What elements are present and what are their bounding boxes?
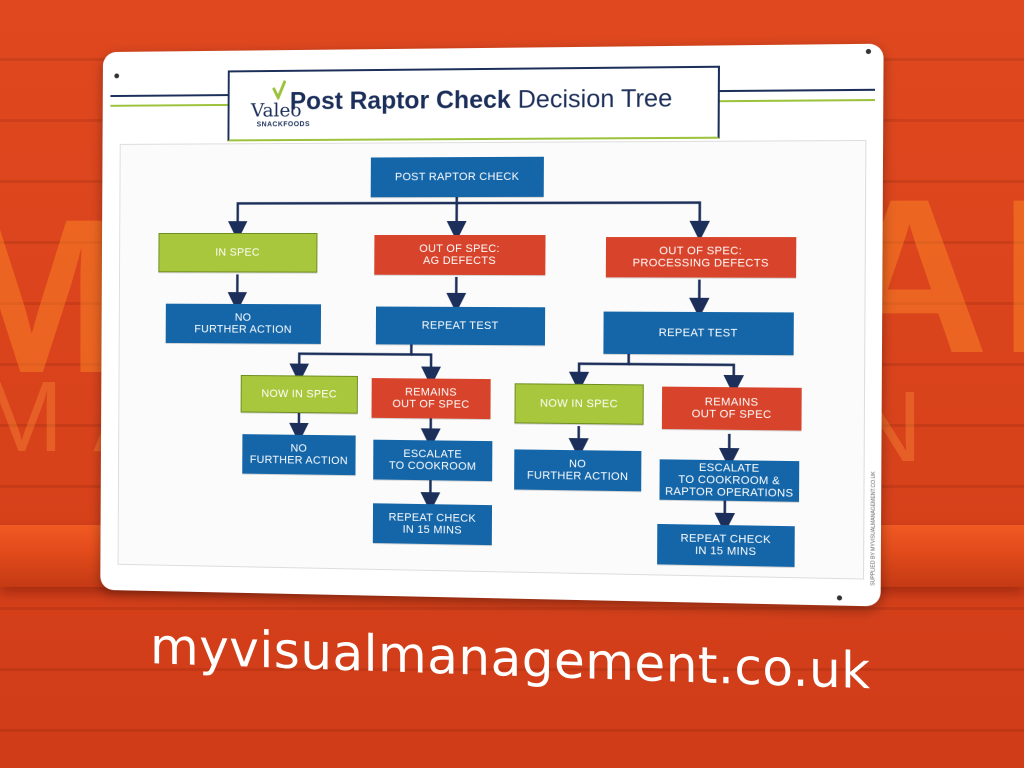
node-repeat-test-processing: REPEAT TEST — [603, 311, 794, 356]
flowchart: POST RAPTOR CHECK IN SPEC OUT OF SPEC: A… — [118, 140, 867, 580]
connector-repeat-remains-proc — [629, 364, 734, 385]
page-title: Post Raptor Check Decision Tree — [290, 84, 673, 116]
node-post-raptor-check: POST RAPTOR CHECK — [370, 156, 544, 198]
title-panel: Valeo SNACKFOODS Post Raptor Check Decis… — [227, 65, 720, 142]
supplier-credit: SUPPLIED BY MYVISUALMANAGEMENT.CO.UK — [870, 471, 878, 586]
node-in-spec: IN SPEC — [158, 232, 318, 273]
connector-lines — [119, 141, 866, 578]
node-escalate-cookroom: ESCALATE TO COOKROOM — [373, 439, 493, 482]
node-repeat-test-ag: REPEAT TEST — [375, 306, 546, 346]
node-now-in-spec-ag: NOW IN SPEC — [240, 374, 358, 414]
connector-repeat-nowinspec-ag — [299, 344, 411, 375]
leaf-check-icon — [272, 80, 286, 100]
decision-tree-sign: Valeo SNACKFOODS Post Raptor Check Decis… — [100, 44, 883, 607]
connector-root-proc — [457, 203, 700, 231]
connector-repeat-nowinspec-proc — [579, 354, 629, 383]
connector-root-inspec — [238, 197, 457, 231]
node-out-of-spec-ag: OUT OF SPEC: AG DEFECTS — [374, 234, 546, 276]
title-bold: Post Raptor Check — [289, 85, 511, 116]
node-remains-out-of-spec-ag: REMAINS OUT OF SPEC — [371, 378, 491, 420]
node-repeat-check-processing: REPEAT CHECK IN 15 MINS — [657, 523, 795, 567]
node-escalate-cookroom-raptor-ops: ESCALATE TO COOKROOM & RAPTOR OPERATIONS — [659, 459, 800, 502]
node-repeat-check-ag: REPEAT CHECK IN 15 MINS — [372, 503, 493, 546]
mounting-hole — [836, 595, 843, 601]
node-no-further-action-processing: NO FURTHER ACTION — [514, 449, 642, 492]
title-rest: Decision Tree — [517, 84, 673, 114]
sign-header: Valeo SNACKFOODS Post Raptor Check Decis… — [103, 54, 884, 142]
node-now-in-spec-processing: NOW IN SPEC — [514, 383, 644, 425]
logo-subtitle: SNACKFOODS — [256, 121, 311, 129]
node-no-further-action-1: NO FURTHER ACTION — [165, 303, 322, 344]
node-out-of-spec-processing: OUT OF SPEC: PROCESSING DEFECTS — [605, 237, 797, 278]
node-remains-out-of-spec-processing: REMAINS OUT OF SPEC — [661, 386, 802, 431]
connector-repeat-remains-ag — [411, 354, 431, 376]
node-no-further-action-ag: NO FURTHER ACTION — [242, 434, 356, 476]
